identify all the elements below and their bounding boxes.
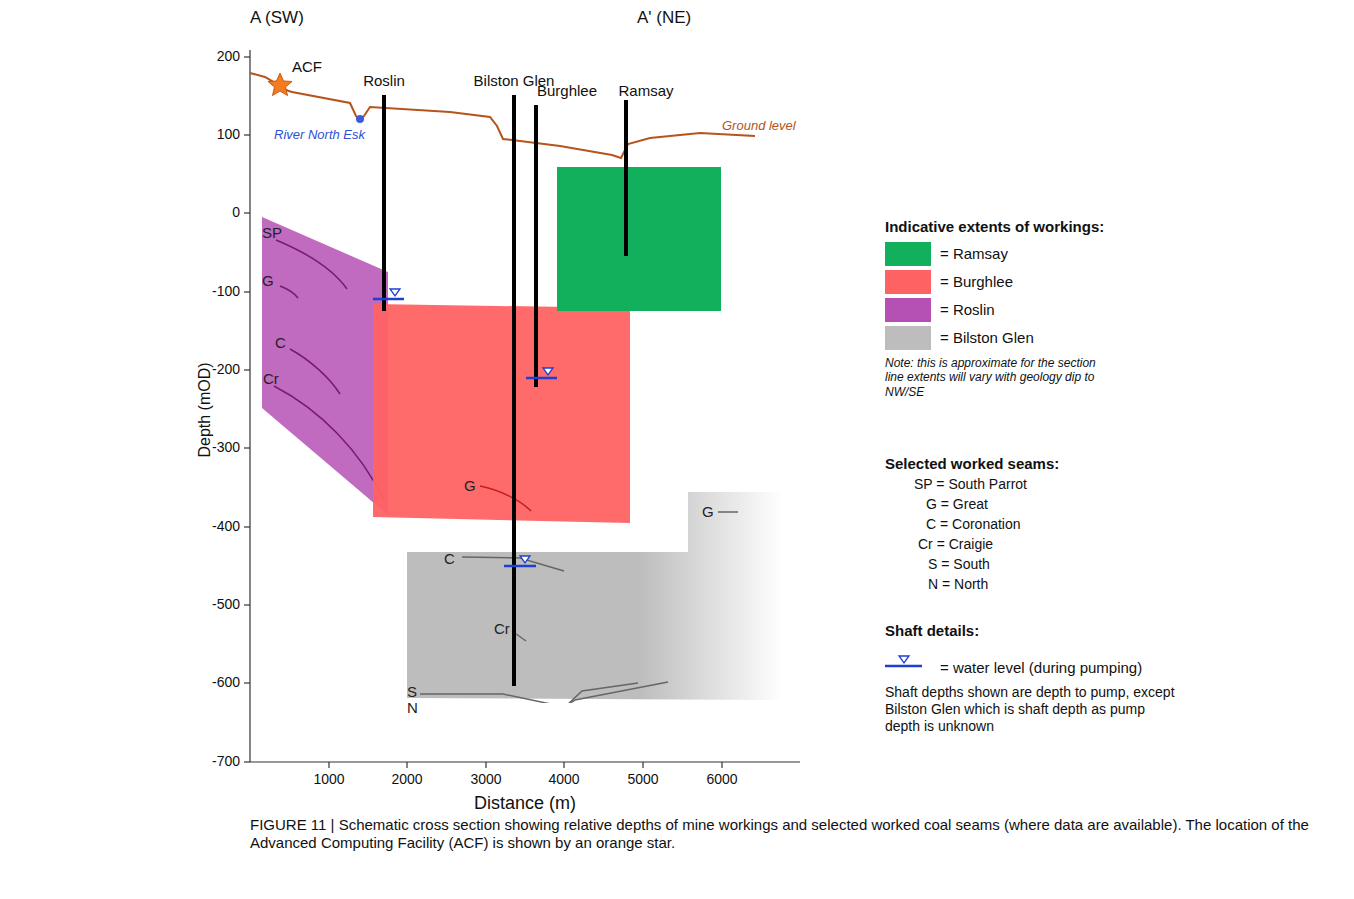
seam-line	[276, 240, 347, 289]
legend-text: = Burghlee	[940, 273, 1013, 291]
shaft-name: Roslin	[363, 72, 405, 90]
seam-label: G	[262, 272, 274, 290]
seam-label: G	[702, 503, 714, 521]
seam-line	[274, 386, 385, 502]
legend-heading: Indicative extents of workings:	[885, 218, 1104, 236]
seam-label: C	[444, 550, 455, 568]
shaft-name: Burghlee	[537, 82, 597, 100]
axis-title: Depth (mOD)	[195, 362, 214, 457]
seam-key: C = Coronation	[926, 516, 1021, 533]
tick-label: 4000	[548, 771, 579, 788]
seam-line	[420, 682, 668, 703]
ground-level-line	[250, 73, 755, 158]
section-end: A (SW)	[250, 8, 304, 28]
workings-outline	[370, 300, 635, 528]
workings-extent	[373, 304, 630, 523]
line-label: Ground level	[722, 118, 796, 134]
seam-label: N	[407, 699, 418, 717]
seam-label: C	[275, 334, 286, 352]
tick-label: -400	[212, 518, 240, 535]
figure-caption: FIGURE 11 | Schematic cross section show…	[250, 816, 1340, 852]
site-label: ACF	[292, 58, 322, 76]
seam-label: S	[407, 683, 417, 701]
x-axis	[250, 761, 800, 762]
river-symbol	[356, 115, 364, 123]
x-ticks	[329, 762, 722, 768]
seam-label: G	[464, 477, 476, 495]
seam-label: Cr	[494, 620, 510, 638]
burghlee-workings: G	[370, 300, 635, 528]
legend-swatch	[885, 298, 931, 322]
legend-text: = Roslin	[940, 301, 995, 319]
river-name: River North Esk	[274, 127, 365, 143]
tick-label: -300	[212, 439, 240, 456]
ramsay-workings	[557, 167, 721, 311]
tick-label: 6000	[706, 771, 737, 788]
shafts	[384, 95, 626, 686]
tick-label: -500	[212, 596, 240, 613]
seam-line	[480, 486, 531, 511]
tick-label: 0	[232, 204, 240, 221]
seam-key: G = Great	[926, 496, 988, 513]
axis-title: Distance (m)	[474, 793, 576, 815]
seam-key: Cr = Craigie	[918, 536, 993, 553]
seam-label: Cr	[263, 370, 279, 388]
shaft-name: Ramsay	[618, 82, 673, 100]
tick-label: 1000	[313, 771, 344, 788]
legend-text: = Bilston Glen	[940, 329, 1034, 347]
seam-key: N = North	[928, 576, 988, 593]
tick-label: -200	[212, 361, 240, 378]
y-ticks	[244, 57, 250, 762]
bilston-glen-workings: CCrSNG	[405, 488, 785, 703]
tick-label: 100	[217, 126, 240, 143]
seam-line	[718, 511, 738, 513]
legend-heading: Shaft details:	[885, 622, 979, 640]
seam-line	[420, 683, 638, 703]
tick-label: 2000	[391, 771, 422, 788]
legend-text: = Ramsay	[940, 245, 1008, 263]
tick-label: -600	[212, 674, 240, 691]
legend-note: Shaft depths shown are depth to pump, ex…	[885, 684, 1175, 734]
seam-label: SP	[262, 224, 282, 242]
y-axis	[249, 50, 250, 762]
legend-text: = water level (during pumping)	[940, 659, 1142, 677]
tick-label: 3000	[470, 771, 501, 788]
tick-label: 5000	[627, 771, 658, 788]
workings-extent	[407, 492, 782, 700]
tick-label: -100	[212, 283, 240, 300]
legend-swatch	[885, 242, 931, 266]
workings-extent	[262, 217, 388, 515]
tick-label: 200	[217, 48, 240, 65]
seam-line	[280, 286, 298, 298]
legend-swatch	[885, 270, 931, 294]
tick-label: -700	[212, 753, 240, 770]
legend-swatch	[885, 326, 931, 350]
legend-heading: Selected worked seams:	[885, 455, 1059, 473]
legend-note: Note: this is approximate for the sectio…	[885, 356, 1110, 399]
section-end: A' (NE)	[637, 8, 691, 28]
workings-outline	[405, 488, 785, 703]
seam-key: SP = South Parrot	[914, 476, 1027, 493]
acf-star	[268, 73, 292, 96]
seam-line	[290, 349, 340, 394]
seam-key: S = South	[928, 556, 990, 573]
water-levels	[373, 289, 922, 666]
